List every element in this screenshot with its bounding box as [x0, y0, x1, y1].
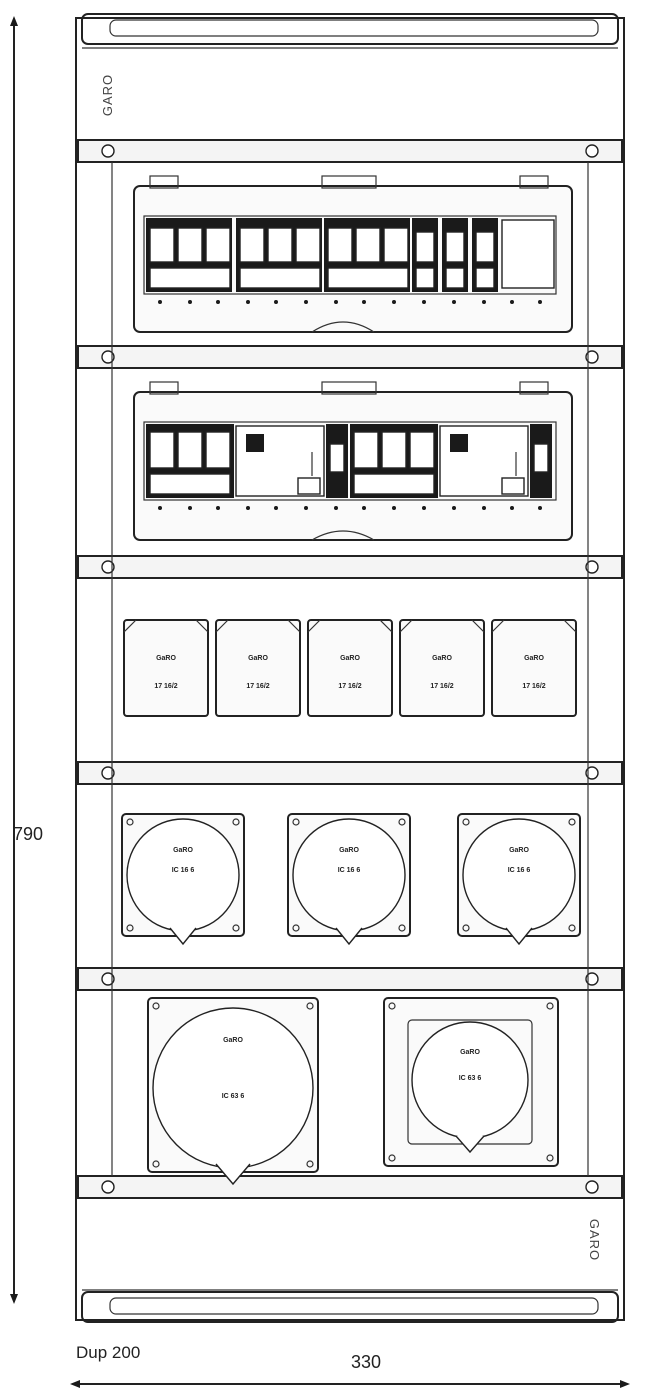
rail: [77, 967, 623, 991]
socket-brand: GaRO: [509, 847, 529, 854]
small-socket: GaRO 17 16/2: [399, 619, 485, 717]
socket-rating: 17 16/2: [338, 683, 361, 690]
rail: [77, 345, 623, 369]
width-label: 330: [351, 1352, 381, 1372]
breaker-enclosure-2: [133, 381, 573, 541]
cabinet-outline: [75, 17, 625, 1321]
depth-label: Dup 200: [76, 1343, 140, 1362]
socket-brand: GaRO: [432, 655, 452, 662]
height-label: 790: [13, 824, 43, 844]
blank-cover: [501, 219, 555, 289]
bottom-footer: [81, 1289, 619, 1323]
brand-top: GARO: [100, 74, 115, 116]
rail: [77, 555, 623, 579]
small-socket: GaRO 17 16/2: [307, 619, 393, 717]
socket-brand: GaRO: [223, 1037, 243, 1044]
rcbo-unit: [146, 424, 348, 498]
width-dimension: 330: [70, 1352, 630, 1388]
large-round-socket: GaRO IC 63 6: [383, 997, 559, 1167]
socket-brand: GaRO: [524, 655, 544, 662]
breaker-1pole: [412, 218, 438, 292]
medium-round-socket: GaRO IC 16 6: [457, 813, 581, 946]
breaker-1pole: [472, 218, 498, 292]
label-dots: [158, 506, 542, 510]
socket-rating: 17 16/2: [522, 683, 545, 690]
socket-rating: IC 16 6: [338, 867, 361, 874]
socket-brand: GaRO: [248, 655, 268, 662]
large-round-socket: GaRO IC 63 6: [147, 997, 319, 1186]
label-dots: [158, 300, 542, 304]
rail: [77, 139, 623, 163]
socket-brand: GaRO: [460, 1049, 480, 1056]
height-dimension: 790: [10, 16, 43, 1304]
socket-brand: GaRO: [173, 847, 193, 854]
breaker-1pole: [442, 218, 468, 292]
socket-rating: 17 16/2: [246, 683, 269, 690]
rcbo-unit: [350, 424, 552, 498]
small-socket: GaRO 17 16/2: [215, 619, 301, 717]
socket-brand: GaRO: [339, 847, 359, 854]
medium-round-socket: GaRO IC 16 6: [121, 813, 245, 946]
breaker-enclosure-1: [133, 175, 573, 333]
medium-round-socket: GaRO IC 16 6: [287, 813, 411, 946]
breaker-3pole: [236, 218, 322, 292]
socket-rating: IC 16 6: [508, 867, 531, 874]
socket-rating: 17 16/2: [430, 683, 453, 690]
top-header: GARO: [81, 13, 619, 116]
small-socket: GaRO 17 16/2: [123, 619, 209, 717]
socket-rating: 17 16/2: [154, 683, 177, 690]
socket-rating: IC 63 6: [222, 1093, 245, 1100]
brand-bottom: GARO: [587, 1219, 602, 1261]
socket-rating: IC 16 6: [172, 867, 195, 874]
small-socket: GaRO 17 16/2: [491, 619, 577, 717]
breaker-3pole: [146, 218, 232, 292]
socket-brand: GaRO: [156, 655, 176, 662]
rail: [77, 1175, 623, 1199]
socket-brand: GaRO: [340, 655, 360, 662]
socket-rating: IC 63 6: [459, 1075, 482, 1082]
breaker-3pole: [324, 218, 410, 292]
rail: [77, 761, 623, 785]
